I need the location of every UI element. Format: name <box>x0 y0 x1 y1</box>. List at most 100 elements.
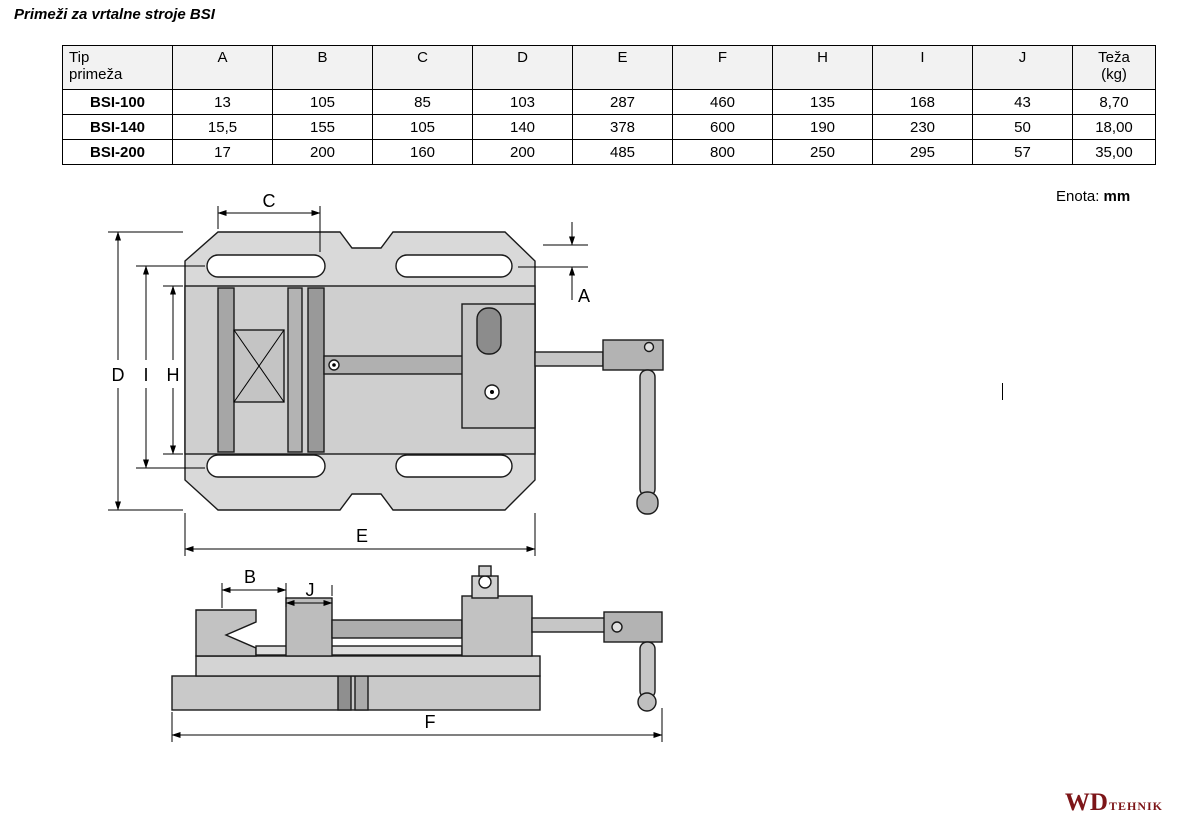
row-type: BSI-200 <box>62 139 173 165</box>
lead-screw <box>323 355 467 375</box>
cell: 105 <box>372 114 473 140</box>
handle-bar-side <box>639 641 656 699</box>
hub-detail <box>643 341 655 353</box>
unit-label: Enota: <box>1056 188 1100 205</box>
spindle-rod-side <box>531 617 607 633</box>
col-header-d: D <box>472 45 573 90</box>
page-title: Primeži za vrtalne stroje BSI <box>14 6 215 23</box>
cell: 287 <box>572 89 673 115</box>
lead-screw-side <box>331 619 463 639</box>
cell: 103 <box>472 89 573 115</box>
grip-knob <box>476 307 502 355</box>
cell: 250 <box>772 139 873 165</box>
logo-wd: WD <box>1064 789 1108 816</box>
col-header-tip: Tip primeža <box>62 45 173 90</box>
slide-rail <box>195 655 541 677</box>
top-view-dimensions: C A D I H E <box>108 191 590 556</box>
cell: 13 <box>172 89 273 115</box>
dim-label-d: D <box>112 365 125 385</box>
table-header-row: Tip primeža A B C D E F H I J Teža (kg) <box>62 45 1156 90</box>
cell: 35,00 <box>1072 139 1156 165</box>
moving-jaw-plate <box>287 287 303 453</box>
col-header-b: B <box>272 45 373 90</box>
fixed-jaw-side <box>195 609 257 657</box>
logo-tehnik: TEHNIK <box>1108 799 1163 813</box>
text-cursor <box>1002 383 1003 400</box>
cell: 105 <box>272 89 373 115</box>
mount-slot <box>395 254 513 278</box>
unit-note: Enota: mm <box>1056 188 1130 205</box>
cell: 160 <box>372 139 473 165</box>
pin-hole-dot <box>490 390 494 394</box>
table-row: BSI-140 15,5 155 105 140 378 600 190 230… <box>62 114 1156 140</box>
top-view <box>184 231 664 515</box>
cell: 295 <box>872 139 973 165</box>
rear-tower <box>461 595 533 657</box>
cell: 230 <box>872 114 973 140</box>
dim-label-a: A <box>578 286 590 306</box>
col-header-weight: Teža (kg) <box>1072 45 1156 90</box>
clevis-hole <box>478 575 492 589</box>
screw-center-dot <box>332 363 336 367</box>
dim-label-h: H <box>167 365 180 385</box>
cell: 800 <box>672 139 773 165</box>
spindle-rod <box>534 351 604 367</box>
logo: WD TEHNIK <box>1065 790 1163 815</box>
cell: 155 <box>272 114 373 140</box>
col-header-e: E <box>572 45 673 90</box>
cell: 15,5 <box>172 114 273 140</box>
cell: 8,70 <box>1072 89 1156 115</box>
fixed-jaw-plate <box>217 287 235 453</box>
cell: 18,00 <box>1072 114 1156 140</box>
cell: 168 <box>872 89 973 115</box>
row-type: BSI-140 <box>62 114 173 140</box>
dim-label-c: C <box>263 191 276 211</box>
prism-edge <box>233 329 285 403</box>
dim-label-i: I <box>143 365 148 385</box>
table-row: BSI-100 13 105 85 103 287 460 135 168 43… <box>62 89 1156 115</box>
cell: 378 <box>572 114 673 140</box>
unit-value: mm <box>1103 188 1131 205</box>
cell: 57 <box>972 139 1073 165</box>
col-header-h: H <box>772 45 873 90</box>
clevis-top <box>478 565 492 577</box>
cell: 17 <box>172 139 273 165</box>
handle-bar <box>639 369 656 497</box>
dim-label-f: F <box>425 712 436 732</box>
cell: 600 <box>672 114 773 140</box>
cell: 85 <box>372 89 473 115</box>
cell: 200 <box>472 139 573 165</box>
mount-slot <box>206 254 326 278</box>
mount-slot <box>206 454 326 478</box>
cell: 485 <box>572 139 673 165</box>
dim-label-j: J <box>306 580 315 600</box>
base-detail <box>354 675 369 711</box>
col-header-f: F <box>672 45 773 90</box>
cell: 460 <box>672 89 773 115</box>
handle-end-cap <box>636 491 659 515</box>
row-type: BSI-100 <box>62 89 173 115</box>
dim-label-b: B <box>244 567 256 587</box>
side-view <box>171 565 663 712</box>
hub-detail-side <box>611 621 623 633</box>
cell: 200 <box>272 139 373 165</box>
col-header-j: J <box>972 45 1073 90</box>
cell: 190 <box>772 114 873 140</box>
handle-ball <box>637 692 657 712</box>
col-header-c: C <box>372 45 473 90</box>
technical-drawing: C A D I H E <box>108 191 664 742</box>
cell: 43 <box>972 89 1073 115</box>
moving-jaw-side <box>285 597 333 657</box>
cell: 50 <box>972 114 1073 140</box>
side-view-dimensions: B J F <box>171 567 663 742</box>
spec-table: Tip primeža A B C D E F H I J Teža (kg) … <box>62 45 1156 165</box>
base-detail <box>337 675 352 711</box>
col-header-a: A <box>172 45 273 90</box>
dim-label-e: E <box>356 526 368 546</box>
mount-slot <box>395 454 513 478</box>
moving-jaw-plate <box>307 287 325 453</box>
col-header-i: I <box>872 45 973 90</box>
cell: 140 <box>472 114 573 140</box>
table-row: BSI-200 17 200 160 200 485 800 250 295 5… <box>62 139 1156 165</box>
